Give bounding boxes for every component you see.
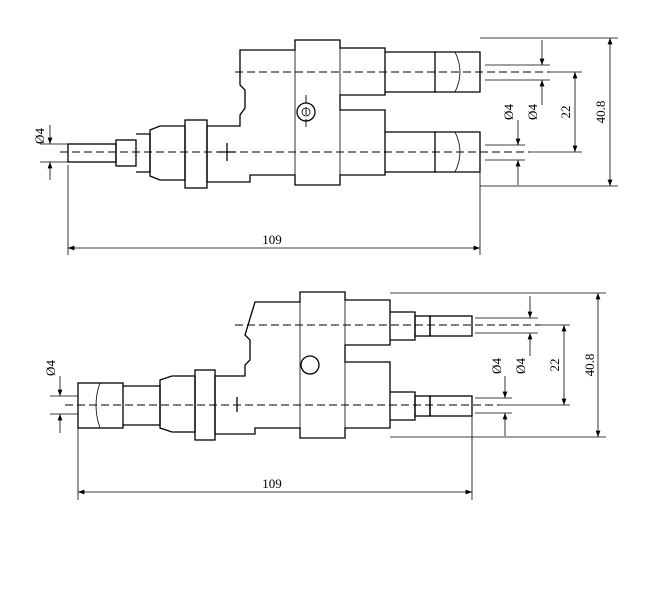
- top-height-label: 40.8: [593, 101, 608, 124]
- top-dia-left-label: Ø4: [32, 128, 47, 144]
- bottom-height-label: 40.8: [582, 354, 597, 377]
- bottom-length-label: 109: [262, 476, 282, 491]
- bottom-connector-drawing: [65, 291, 540, 441]
- bottom-dia-left-label: Ø4: [43, 360, 58, 376]
- top-length-label: 109: [262, 232, 282, 247]
- top-dia-right-label-2: Ø4: [525, 104, 540, 120]
- bottom-dia-right-label-1: Ø4: [489, 358, 504, 374]
- bottom-dia-right-label-2: Ø4: [513, 358, 528, 374]
- top-connector-drawing: [60, 39, 550, 189]
- top-dimensions: [40, 37, 618, 255]
- bottom-spacing-label: 22: [547, 359, 562, 372]
- top-dia-right-label-1: Ø4: [501, 104, 516, 120]
- bottom-dimensions: [50, 292, 606, 500]
- top-spacing-label: 22: [558, 106, 573, 119]
